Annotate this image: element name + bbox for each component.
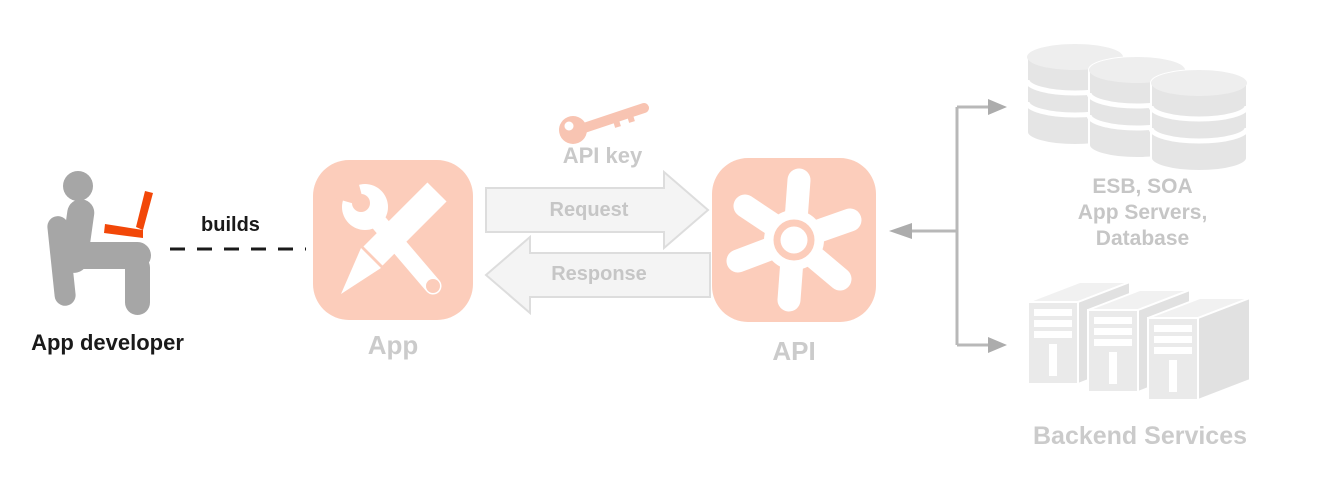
database-stack-icon: [1024, 43, 1250, 172]
builds-dashed-line: [170, 247, 306, 251]
response-arrow: [484, 235, 711, 315]
api-key-label: API key: [562, 143, 643, 168]
response-label: Response: [551, 263, 647, 285]
spoke-gear-icon: [712, 158, 876, 322]
server-stack-icon: [1027, 280, 1251, 402]
request-label: Request: [549, 199, 629, 221]
arrowhead-to-database: [988, 99, 1007, 115]
backend-systems-label: ESB, SOA App Servers, Database: [1035, 174, 1250, 252]
arrowhead-to-servers: [988, 337, 1007, 353]
database-cylinder: [1148, 69, 1250, 172]
backend-systems-line3: Database: [1095, 227, 1190, 250]
backend-connector-lines: [889, 99, 1007, 353]
builds-label: builds: [201, 214, 260, 236]
app-developer-label: App developer: [31, 330, 184, 355]
arrowhead-to-api: [889, 223, 912, 239]
key-icon: [559, 103, 649, 144]
backend-systems-line1: ESB, SOA: [1092, 175, 1193, 198]
person-with-laptop-icon: [47, 171, 153, 315]
backend-services-label: Backend Services: [1032, 422, 1248, 450]
request-arrow: [485, 170, 710, 250]
wrench-pencil-icon: [313, 160, 473, 320]
backend-systems-line2: App Servers,: [1077, 201, 1208, 224]
api-label: API: [772, 336, 816, 366]
server-tower: [1147, 296, 1251, 402]
laptop-icon: [104, 191, 153, 238]
app-label: App: [367, 330, 419, 360]
